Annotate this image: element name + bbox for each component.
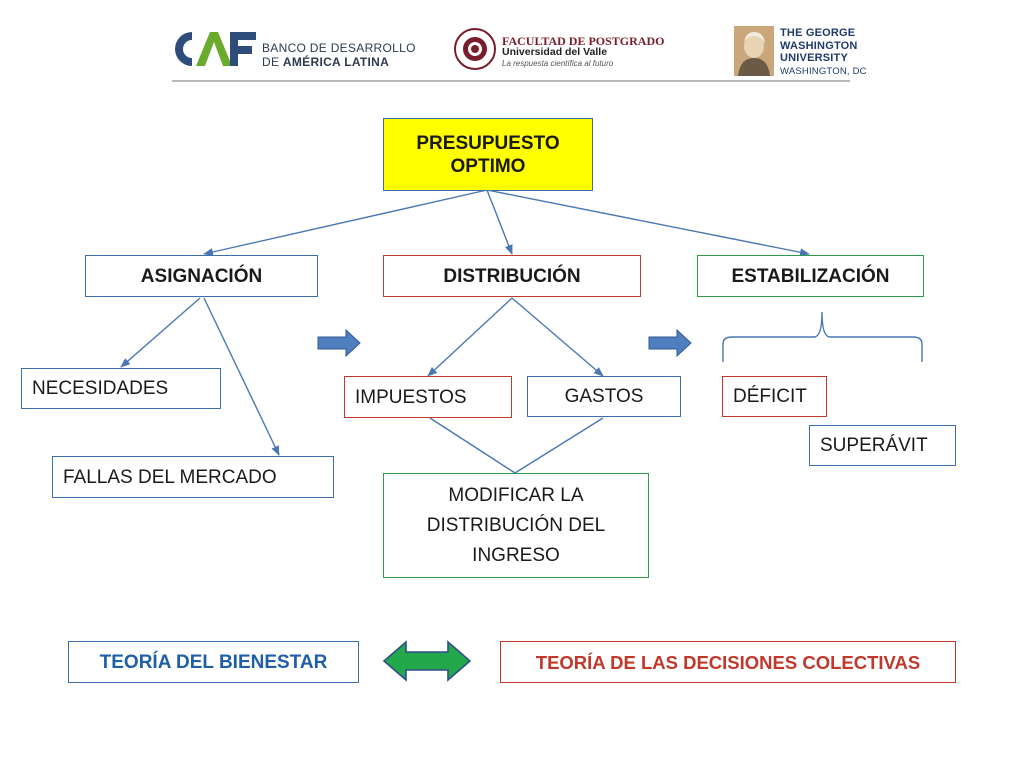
box-teoria-bienestar: TEORÍA DEL BIENESTAR <box>68 641 359 683</box>
double-arrow <box>382 640 472 682</box>
gastos-label: GASTOS <box>564 386 644 407</box>
root-box-presupuesto-optimo: PRESUPUESTO OPTIMO <box>383 118 593 191</box>
gwu-portrait-icon <box>734 26 774 76</box>
box-gastos: GASTOS <box>527 376 681 417</box>
superavit-label: SUPERÁVIT <box>820 435 928 456</box>
distribucion-label: DISTRIBUCIÓN <box>443 265 581 287</box>
caf-line2-bold: AMÉRICA LATINA <box>282 55 390 69</box>
impuestos-label: IMPUESTOS <box>355 386 467 408</box>
bienestar-label: TEORÍA DEL BIENESTAR <box>99 651 328 673</box>
line-gastos-to-modificar <box>514 417 604 474</box>
box-deficit: DÉFICIT <box>722 376 827 417</box>
root-label: PRESUPUESTO OPTIMO <box>416 132 560 177</box>
box-impuestos: IMPUESTOS <box>344 376 512 418</box>
arrow-asignacion-to-fallas <box>203 297 280 456</box>
arrow-asignacion-to-necesidades <box>120 297 201 368</box>
box-estabilizacion: ESTABILIZACIÓN <box>697 255 924 297</box>
decisiones-label: TEORÍA DE LAS DECISIONES COLECTIVAS <box>535 651 921 673</box>
caf-logo-icon <box>175 32 256 66</box>
univalle-tagline: La respuesta científica al futuro <box>502 59 614 68</box>
deficit-label: DÉFICIT <box>733 386 807 407</box>
univalle-logo-text: FACULTAD DE POSTGRADO Universidad del Va… <box>502 34 665 69</box>
univalle-seal-icon <box>454 28 496 70</box>
arrow-root-to-distribucion <box>486 189 513 255</box>
line-impuestos-to-modificar <box>429 417 516 474</box>
caf-line1: BANCO DE DESARROLLO <box>262 41 416 55</box>
gwu-line4: WASHINGTON, DC <box>780 65 867 77</box>
brace-estabilizacion <box>722 311 923 362</box>
arrow-root-to-estabilizacion <box>486 189 810 257</box>
block-arrow-right-1 <box>317 328 361 358</box>
univalle-name: Universidad del Valle <box>502 46 608 58</box>
modificar-label: MODIFICAR LA DISTRIBUCIÓN DEL INGRESO <box>426 484 606 566</box>
gwu-line3: UNIVERSITY <box>780 52 849 64</box>
block-arrow-right-2 <box>648 328 692 358</box>
box-asignacion: ASIGNACIÓN <box>85 255 318 297</box>
univalle-title: FACULTAD DE POSTGRADO <box>502 34 665 48</box>
arrow-root-to-asignacion <box>203 189 488 256</box>
fallas-label: FALLAS DEL MERCADO <box>63 466 277 488</box>
caf-line2-prefix: DE <box>262 55 283 69</box>
box-distribucion: DISTRIBUCIÓN <box>383 255 641 297</box>
arrow-distribucion-to-gastos <box>511 297 604 377</box>
box-fallas-del-mercado: FALLAS DEL MERCADO <box>52 456 334 498</box>
box-superavit: SUPERÁVIT <box>809 425 956 466</box>
box-modificar-distribucion: MODIFICAR LA DISTRIBUCIÓN DEL INGRESO <box>383 473 649 578</box>
arrow-distribucion-to-impuestos <box>427 297 513 377</box>
box-necesidades: NECESIDADES <box>21 368 221 409</box>
asignacion-label: ASIGNACIÓN <box>140 265 263 287</box>
gwu-line2: WASHINGTON <box>780 39 858 52</box>
box-teoria-decisiones-colectivas: TEORÍA DE LAS DECISIONES COLECTIVAS <box>500 641 956 683</box>
header-divider <box>172 80 850 82</box>
gwu-logo-text: THE GEORGE WASHINGTON UNIVERSITY WASHING… <box>780 27 867 78</box>
necesidades-label: NECESIDADES <box>32 378 169 399</box>
caf-logo-text: BANCO DE DESARROLLO DE AMÉRICA LATINA <box>262 41 416 69</box>
estabilizacion-label: ESTABILIZACIÓN <box>731 265 890 287</box>
gwu-line1: THE GEORGE <box>780 27 856 39</box>
